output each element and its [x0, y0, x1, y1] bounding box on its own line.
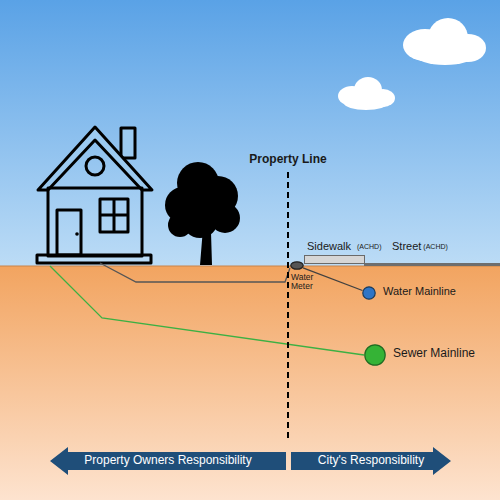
- node-outline: [364, 344, 386, 366]
- node-label: Water Meter: [291, 273, 321, 292]
- sidewalk-slab: Sidewalk(ACHD): [304, 255, 365, 264]
- pipe-shape: [291, 262, 303, 269]
- water-mainline-pipe: Water Mainline: [362, 286, 376, 300]
- city-responsibility-arrow: City's Responsibility: [291, 447, 451, 475]
- owner-responsibility-arrow: Property Owners Responsibility: [50, 447, 286, 475]
- node-label: Sewer Mainline: [393, 347, 475, 360]
- node-label: Sidewalk: [307, 240, 351, 252]
- node-label: Property Owners Responsibility: [50, 447, 286, 475]
- node-label: (ACHD): [357, 243, 382, 251]
- street-agency-label: (ACHD): [423, 243, 448, 251]
- service-pipe: [100, 263, 290, 282]
- property-line-label: Property Line: [249, 153, 326, 166]
- property-line: [287, 172, 289, 440]
- street: [364, 263, 500, 266]
- node-outline: [304, 255, 365, 264]
- water-meter: Water Meter: [290, 261, 304, 270]
- house: [37, 127, 152, 263]
- sky: [0, 0, 500, 266]
- clouds: [338, 18, 486, 110]
- sidewalk-shape: [305, 256, 365, 264]
- arrow-shape: [50, 447, 286, 475]
- node-outline: [362, 286, 376, 300]
- pipe-shape: [363, 287, 375, 299]
- pipe-shape: [365, 345, 385, 365]
- sewer-service-pipe: [50, 266, 364, 355]
- node-outline: [290, 261, 304, 270]
- arrow-shape: [291, 447, 451, 475]
- ground: [0, 266, 500, 500]
- node-label: City's Responsibility: [291, 447, 451, 475]
- node-label: Water Mainline: [383, 285, 456, 297]
- sewer-mainline-pipe: Sewer Mainline: [364, 344, 386, 366]
- street-label: Street: [392, 240, 421, 252]
- tree: [165, 162, 240, 265]
